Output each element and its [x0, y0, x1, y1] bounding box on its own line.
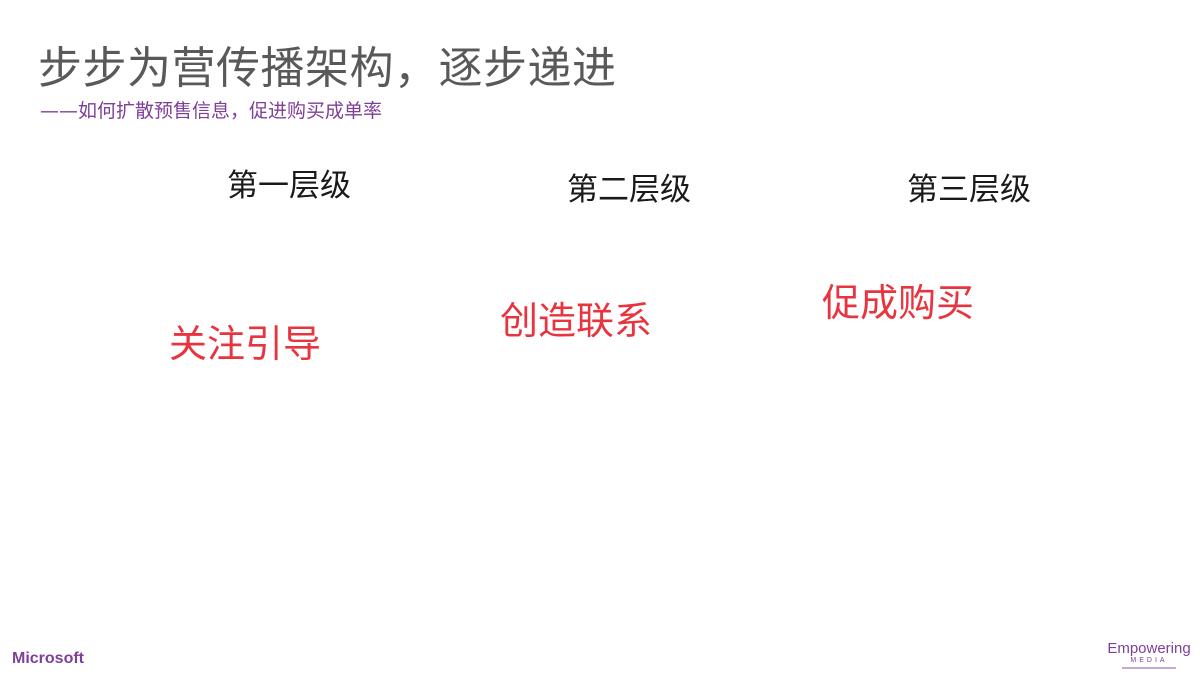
empowering-logo-main: Empowering: [1107, 640, 1191, 657]
microsoft-logo: Microsoft: [12, 650, 84, 667]
level-2-label: 第二层级: [567, 172, 691, 208]
slide-subtitle: ——如何扩散预售信息，促进购买成单率: [40, 100, 383, 122]
slide-title: 步步为营传播架构，逐步递进: [38, 43, 617, 94]
empowering-logo-sub: MEDIA: [1130, 657, 1168, 664]
stage-1-text: 关注引导: [169, 322, 322, 366]
level-1-label: 第一层级: [227, 168, 351, 204]
empowering-logo-underline: [1122, 667, 1176, 669]
level-3-label: 第三层级: [907, 172, 1031, 208]
stage-2-text: 创造联系: [500, 299, 653, 343]
empowering-media-logo: Empowering MEDIA: [1104, 641, 1194, 669]
stage-3-text: 促成购买: [822, 281, 975, 325]
